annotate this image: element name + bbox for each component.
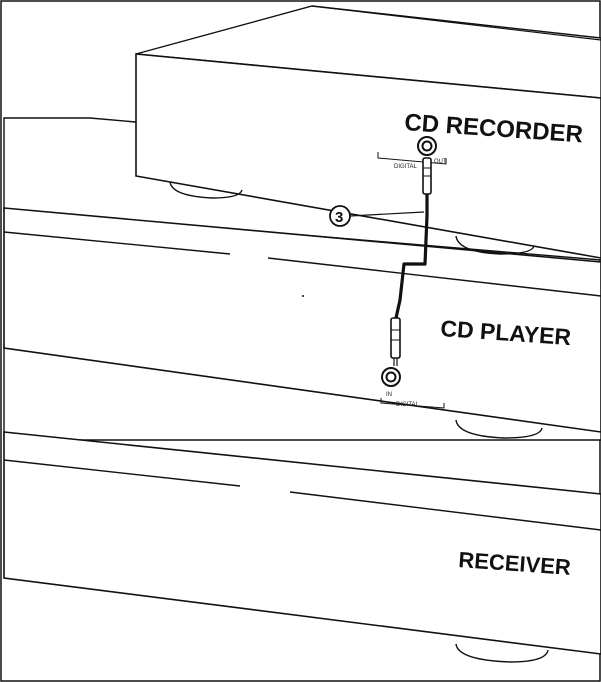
cd-recorder-front-panel <box>135 53 601 259</box>
callout-number: 3 <box>335 209 343 226</box>
plug-ridges <box>391 329 400 341</box>
port-bracket <box>377 152 447 165</box>
plug-ridges <box>423 167 431 177</box>
cd-player-digital-jack: IN DIGITAL <box>380 367 445 409</box>
cd-recorder-port-io: OUT <box>434 159 447 165</box>
receiver-edge-line <box>3 459 601 531</box>
plug-tip <box>393 358 398 366</box>
cd-recorder-right-foot <box>455 235 535 255</box>
port-bracket <box>380 398 445 409</box>
cd-recorder-unit: CD RECORDER DIGITAL OUT <box>135 5 601 259</box>
cd-recorder-top-edge <box>311 5 601 41</box>
receiver-foot <box>455 643 549 663</box>
cd-player-port-label: DIGITAL <box>396 402 420 408</box>
receiver-front-panel <box>3 431 601 655</box>
cd-player-edge-line <box>3 231 601 297</box>
stray-dot <box>302 295 304 297</box>
cd-player-front-panel <box>3 207 601 433</box>
cd-recorder-digital-jack: DIGITAL OUT <box>377 136 447 170</box>
cd-player-port-io: IN <box>386 392 392 398</box>
callout-3: 3 <box>329 205 425 227</box>
cable-line <box>394 194 429 319</box>
jack-inner-ring <box>385 371 397 383</box>
jack-inner-ring <box>421 140 433 152</box>
callout-leader <box>349 211 425 217</box>
digital-coaxial-cable <box>390 157 432 366</box>
cd-recorder-port-label: DIGITAL <box>394 164 418 170</box>
cd-recorder-left-foot <box>169 181 243 199</box>
cd-player-foot <box>455 419 543 439</box>
player-plug <box>390 317 401 359</box>
